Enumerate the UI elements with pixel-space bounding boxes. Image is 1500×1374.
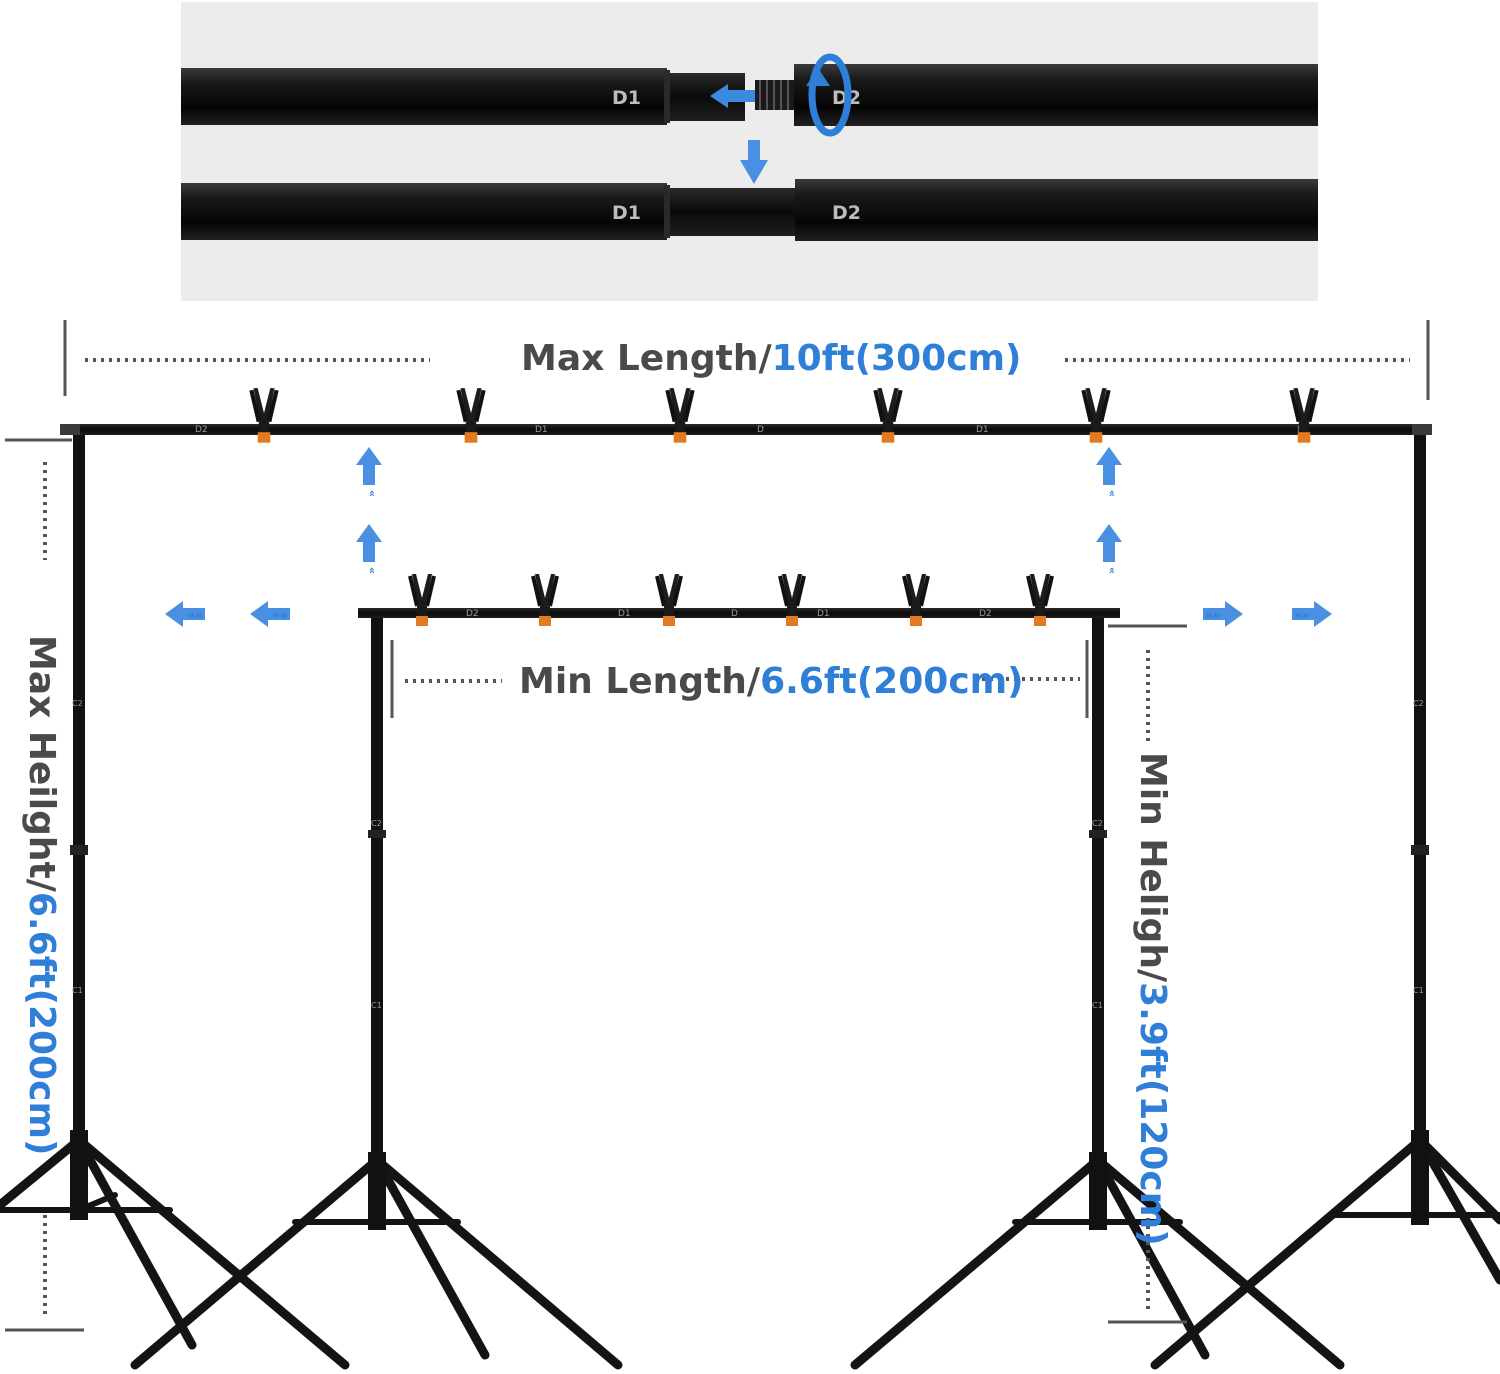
up-arrow-icon	[356, 447, 382, 497]
small-right-tripod	[850, 1152, 1345, 1370]
top-left-label: D1	[612, 87, 641, 109]
spring-clamp-icon	[456, 388, 486, 443]
max-height-value: 6.6ft(200cm)	[21, 892, 62, 1156]
min-length-text: Min Length/6.6ft(200cm)	[519, 661, 1024, 702]
min-length-label: Min Length/	[519, 661, 761, 702]
small-crossbar-segment-label: D2	[466, 609, 479, 619]
large-crossbar-segment-label: D	[757, 425, 764, 435]
min-length-dimension: Min Length/6.6ft(200cm)	[390, 640, 1089, 718]
top-tube-d1: D1	[181, 68, 745, 125]
small-crossbar-segment-label: D2	[979, 609, 992, 619]
left-arrow-icon	[250, 601, 290, 627]
max-height-text: Max Heilght/6.6ft(200cm)	[21, 635, 62, 1155]
max-length-dimension: Max Length/10ft(300cm)	[63, 320, 1430, 400]
spring-clamp-icon	[1026, 574, 1054, 626]
spring-clamp-icon	[873, 388, 903, 443]
spring-clamp-icon	[1289, 388, 1319, 443]
large-crossbar-segment-label: D2	[195, 425, 208, 435]
min-length-value: 6.6ft(200cm)	[760, 661, 1024, 702]
small-stand: D2 D1 D D1 D2 C2 C1 C2 C1	[130, 574, 1345, 1370]
large-left-pole-c1: C1	[72, 986, 83, 995]
small-crossbar-labels: D2 D1 D D1 D2	[466, 609, 992, 619]
small-left-pole-c2: C2	[371, 819, 382, 828]
small-crossbar: D2 D1 D D1 D2	[358, 608, 1120, 619]
max-length-value: 10ft(300cm)	[772, 338, 1022, 379]
spring-clamp-icon	[665, 388, 695, 443]
small-crossbar-segment-label: D	[731, 609, 738, 619]
top-tube-d2: D2	[794, 64, 1318, 126]
spring-clamp-icon	[902, 574, 930, 626]
max-height-label: Max Heilght/	[21, 635, 62, 893]
right-arrow-icon	[1292, 601, 1332, 627]
small-right-pole-c1: C1	[1092, 1001, 1103, 1010]
spring-clamp-icon	[655, 574, 683, 626]
large-right-pole-c2: C2	[1413, 699, 1424, 708]
right-arrow-icon	[1203, 601, 1243, 627]
bottom-left-label: D1	[612, 202, 641, 224]
down-arrow-icon	[740, 140, 768, 184]
min-height-dimension: Min Heligh/3.9ft(120cm)	[1108, 624, 1187, 1324]
up-arrow-icon	[1096, 447, 1122, 497]
small-left-pole-c1: C1	[371, 1001, 382, 1010]
bottom-right-label: D2	[832, 202, 861, 224]
large-crossbar-segment-label: D1	[535, 425, 548, 435]
spring-clamp-icon	[1081, 388, 1111, 443]
up-arrow-icon	[1096, 524, 1122, 574]
large-left-tripod	[0, 1130, 350, 1370]
expand-arrows	[165, 447, 1332, 627]
left-arrow-icon	[165, 601, 205, 627]
spring-clamp-icon	[778, 574, 806, 626]
min-height-text: Min Heligh/3.9ft(120cm)	[1132, 752, 1173, 1246]
spring-clamp-icon	[531, 574, 559, 626]
small-crossbar-segment-label: D1	[817, 609, 830, 619]
large-left-pole-c2: C2	[72, 699, 83, 708]
up-arrow-icon	[356, 524, 382, 574]
small-left-tripod	[130, 1152, 623, 1370]
connection-detail-panel: D1 D2 D1	[181, 2, 1318, 301]
large-right-pole: C2 C1	[1411, 435, 1429, 1145]
insert-arrow-icon	[710, 84, 755, 108]
large-left-pole: C2 C1	[70, 435, 88, 1145]
max-length-label: Max Length/	[521, 338, 772, 379]
min-height-value: 3.9ft(120cm)	[1132, 982, 1173, 1246]
rotate-arrow-icon	[806, 53, 852, 137]
spring-clamp-icon	[408, 574, 436, 626]
small-crossbar-clamps	[408, 574, 1054, 626]
small-right-pole: C2 C1	[1089, 618, 1107, 1158]
min-height-label: Min Heligh/	[1132, 752, 1173, 983]
max-height-dimension: Max Heilght/6.6ft(200cm)	[5, 438, 84, 1332]
large-crossbar-segment-label: D1	[976, 425, 989, 435]
small-crossbar-segment-label: D1	[618, 609, 631, 619]
bottom-tube-d1: D1	[181, 183, 798, 240]
small-right-pole-c2: C2	[1092, 819, 1103, 828]
spring-clamp-icon	[249, 388, 279, 443]
large-right-pole-c1: C1	[1413, 986, 1424, 995]
top-screw-thread	[755, 80, 795, 110]
large-right-tripod	[1150, 1130, 1500, 1370]
max-length-text: Max Length/10ft(300cm)	[521, 338, 1022, 379]
bottom-tube-d2: D2	[795, 179, 1318, 241]
large-crossbar-clamps	[249, 388, 1319, 443]
small-left-pole: C2 C1	[368, 618, 386, 1158]
